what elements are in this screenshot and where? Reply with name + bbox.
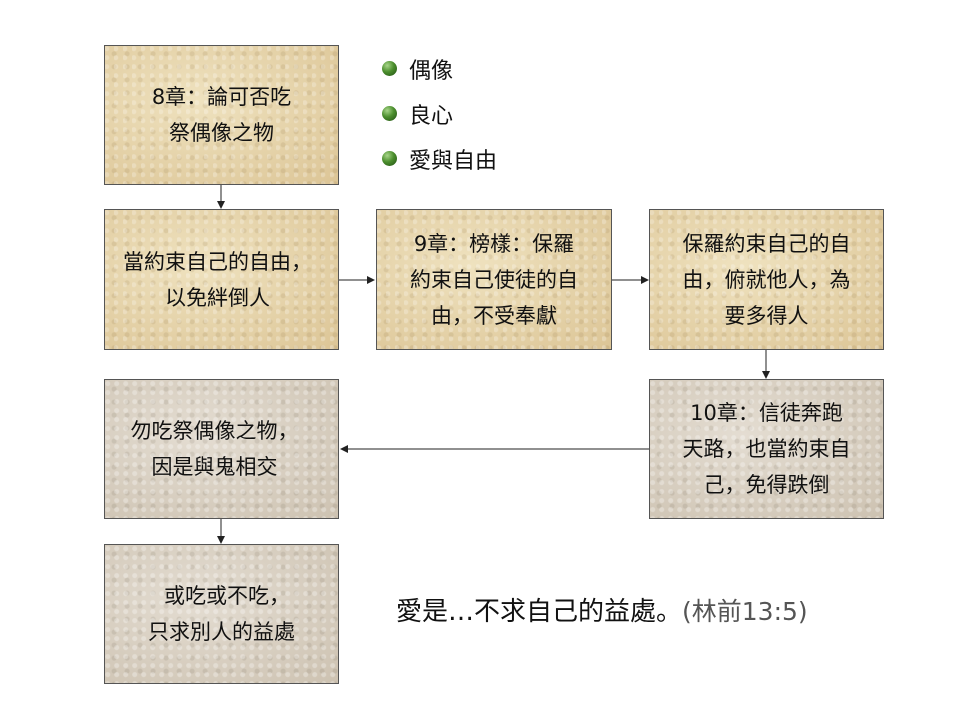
box-paul-restrains-line: 保羅約束自己的自	[682, 231, 851, 256]
scripture-quote: 愛是…不求自己的益處。(林前13:5)	[396, 591, 808, 628]
box-eat-or-not-line: 只求別人的益處	[148, 620, 295, 644]
box-do-not-eat: 勿吃祭偶像之物， 因是與鬼相交	[104, 379, 339, 519]
box-restrain-freedom-line: 以免絆倒人	[165, 285, 270, 310]
bullet-item: 偶像	[382, 46, 497, 91]
quote-reference: (林前13:5)	[682, 597, 808, 626]
topic-bullet-list: 偶像 良心 愛與自由	[382, 46, 497, 181]
green-bullet-icon	[382, 151, 397, 166]
bullet-item: 愛與自由	[382, 136, 497, 181]
box-chapter-10-line: 天路，也當約束自	[682, 437, 851, 461]
box-do-not-eat-line: 因是與鬼相交	[151, 455, 278, 479]
box-chapter-10-line: 己，免得跌倒	[703, 473, 830, 497]
box-chapter-9-line: 約束自己使徒的自	[410, 267, 578, 292]
green-bullet-icon	[382, 106, 397, 121]
box-chapter-10-line: 10章：信徒奔跑	[690, 401, 843, 425]
box-restrain-freedom-line: 當約束自己的自由，	[123, 249, 312, 274]
box-restrain-freedom: 當約束自己的自由， 以免絆倒人	[104, 209, 339, 350]
box-chapter-9: 9章：榜樣：保羅 約束自己使徒的自 由，不受奉獻	[376, 209, 612, 350]
bullet-item: 良心	[382, 91, 497, 136]
box-chapter-8: 8章：論可否吃 祭偶像之物	[104, 45, 339, 185]
box-chapter-9-line: 9章：榜樣：保羅	[413, 231, 575, 256]
green-bullet-icon	[382, 61, 397, 76]
box-paul-restrains-line: 要多得人	[724, 303, 809, 328]
box-eat-or-not-line: 或吃或不吃，	[164, 584, 290, 608]
box-do-not-eat-line: 勿吃祭偶像之物，	[130, 419, 299, 443]
box-chapter-8-line: 8章：論可否吃	[151, 85, 292, 109]
box-chapter-8-line: 祭偶像之物	[169, 121, 274, 145]
box-paul-restrains-line: 由，俯就他人，為	[682, 267, 851, 292]
box-paul-restrains: 保羅約束自己的自 由，俯就他人，為 要多得人	[649, 209, 884, 350]
bullet-label: 良心	[409, 103, 454, 129]
box-chapter-9-line: 由，不受奉獻	[431, 303, 557, 328]
box-chapter-10: 10章：信徒奔跑 天路，也當約束自 己，免得跌倒	[649, 379, 884, 519]
box-eat-or-not: 或吃或不吃， 只求別人的益處	[104, 544, 339, 684]
bullet-label: 偶像	[409, 58, 454, 84]
quote-text: 愛是…不求自己的益處。	[396, 597, 683, 627]
bullet-label: 愛與自由	[409, 148, 498, 174]
